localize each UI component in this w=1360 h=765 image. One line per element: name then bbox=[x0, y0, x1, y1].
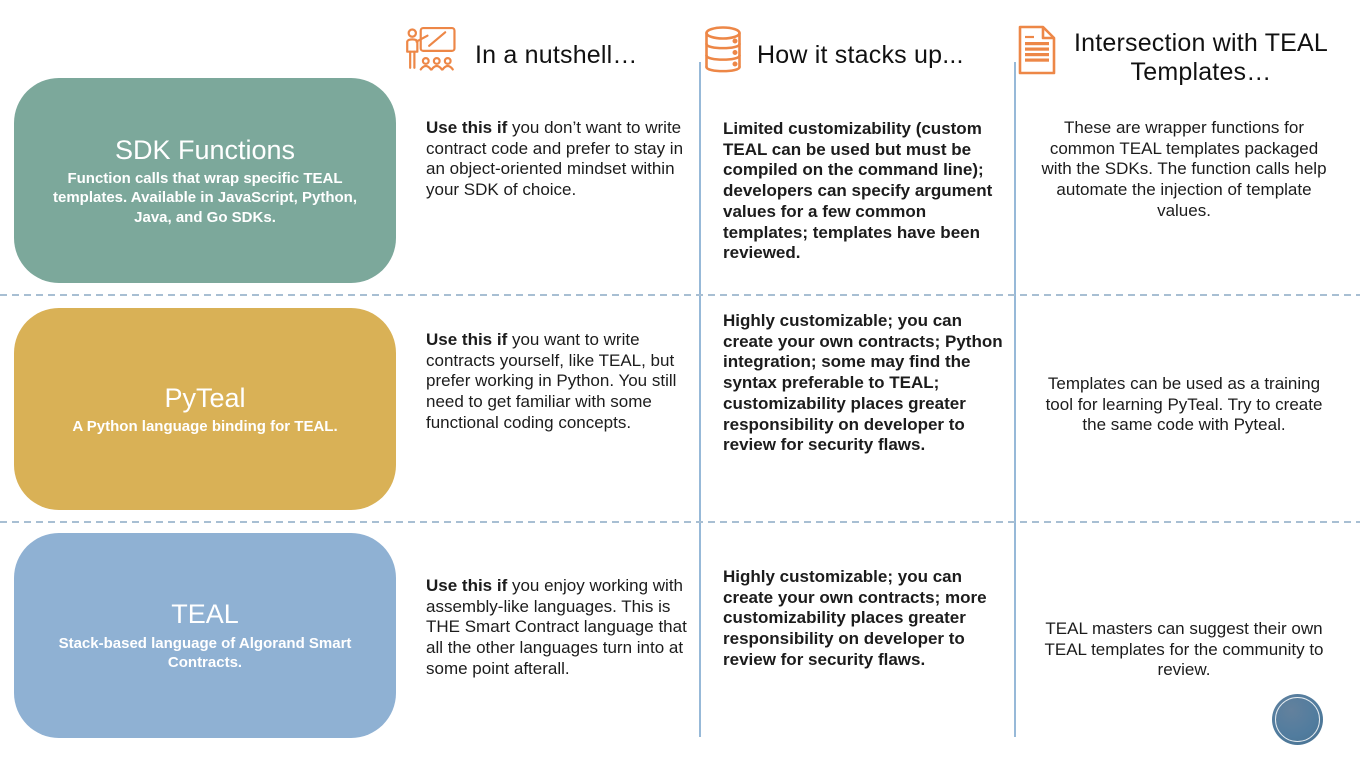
column-divider bbox=[699, 62, 701, 737]
card-subtitle: Stack-based language of Algorand Smart C… bbox=[58, 634, 352, 672]
cell-pyteal-teal-templates: Templates can be used as a training tool… bbox=[1045, 374, 1323, 435]
card-title: SDK Functions bbox=[114, 134, 296, 165]
card-title: PyTeal bbox=[164, 382, 246, 413]
column-title: How it stacks up... bbox=[757, 41, 964, 69]
cell-sdk-teal-templates: These are wrapper functions for common T… bbox=[1041, 118, 1327, 220]
card-subtitle: Function calls that wrap specific TEAL t… bbox=[53, 169, 357, 226]
cell-teal-nutshell: Use this if you enjoy working with assem… bbox=[426, 576, 700, 680]
cell-sdk-nutshell: Use this if you don’t want to write cont… bbox=[426, 118, 700, 201]
card-teal: TEAL Stack-based language of Algorand Sm… bbox=[14, 533, 396, 738]
card-subtitle: A Python language binding for TEAL. bbox=[72, 417, 338, 435]
row-divider-dashed bbox=[0, 521, 1360, 523]
column-header-nutshell: In a nutshell… bbox=[403, 25, 638, 75]
card-sdk-functions: SDK Functions Function calls that wrap s… bbox=[14, 78, 396, 283]
document-icon bbox=[1016, 25, 1058, 75]
cell-text: you want to write contracts yourself, li… bbox=[426, 330, 677, 432]
cell-sdk-stacks-up: Limited customizability (custom TEAL can… bbox=[723, 119, 993, 263]
badge-ring bbox=[1275, 697, 1320, 742]
column-header-teal-templates: Intersection with TEAL Templates… bbox=[1016, 25, 1334, 87]
cell-pyteal-stacks-up: Highly customizable; you can create your… bbox=[723, 311, 1003, 455]
card-pyteal: PyTeal A Python language binding for TEA… bbox=[14, 308, 396, 510]
corner-stamp-badge bbox=[1272, 694, 1323, 745]
cell-lead-bold: Use this if bbox=[426, 118, 508, 137]
column-divider bbox=[1014, 62, 1016, 737]
column-header-stacks-up: How it stacks up... bbox=[703, 25, 964, 75]
column-title: Intersection with TEAL Templates… bbox=[1073, 29, 1329, 86]
cell-pyteal-nutshell: Use this if you want to write contracts … bbox=[426, 330, 700, 434]
database-icon bbox=[703, 25, 743, 75]
cell-lead-bold: Use this if bbox=[426, 330, 508, 349]
column-title: In a nutshell… bbox=[475, 41, 638, 69]
row-divider-dashed bbox=[0, 294, 1360, 296]
presentation-icon bbox=[403, 25, 457, 75]
cell-lead-bold: Use this if bbox=[426, 576, 508, 595]
cell-teal-teal-templates: TEAL masters can suggest their own TEAL … bbox=[1044, 619, 1324, 680]
cell-text: you enjoy working with assembly-like lan… bbox=[426, 576, 687, 678]
cell-text: you don’t want to write contract code an… bbox=[426, 118, 684, 200]
card-title: TEAL bbox=[171, 599, 239, 630]
cell-teal-stacks-up: Highly customizable; you can create your… bbox=[723, 567, 987, 669]
